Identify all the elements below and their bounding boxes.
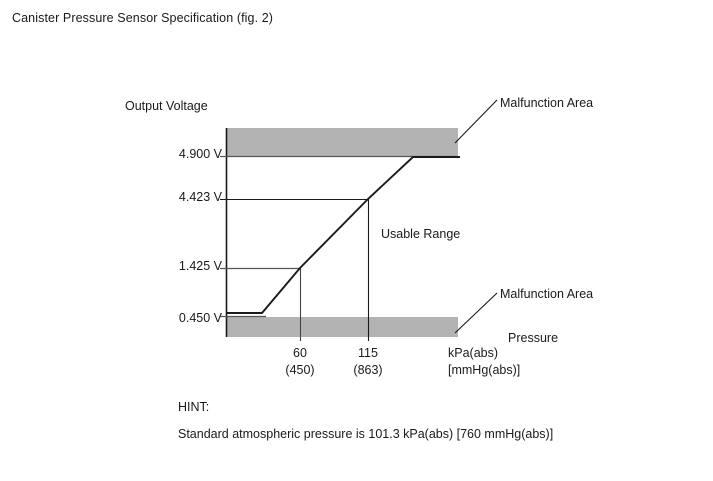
x-tick-label-60-alt: (450): [285, 362, 315, 377]
x-axis-title: Pressure: [508, 331, 559, 345]
y-tick-label-4423: 4.423 V: [178, 190, 222, 204]
x-tick-label-115-alt: (863): [353, 362, 383, 377]
x-axis-unit-group: kPa(abs) [mmHg(abs)]: [448, 345, 520, 379]
sensor-output-curve: [226, 156, 460, 314]
y-tick-label-1425: 1.425 V: [178, 259, 222, 273]
hint-body: Standard atmospheric pressure is 101.3 k…: [178, 427, 554, 441]
malfunction-area-label-upper: Malfunction Area: [500, 96, 594, 110]
x-axis-unit-secondary: [mmHg(abs)]: [448, 362, 521, 377]
x-tick-label-115: 115: [358, 346, 378, 360]
x-tick-label-60: 60: [293, 346, 307, 360]
leader-line-malfunction-lower: [454, 292, 498, 334]
y-tick-label-0450: 0.450 V: [178, 311, 222, 325]
usable-range-label: Usable Range: [381, 227, 461, 241]
y-tick-label-4900: 4.900 V: [178, 147, 222, 161]
x-tick-group-115: 115 (863): [323, 345, 413, 379]
y-axis-title: Output Voltage: [125, 99, 208, 113]
leader-line-malfunction-upper: [454, 99, 498, 144]
malfunction-band-upper: [226, 128, 458, 156]
x-tick-group-60: 60 (450): [255, 345, 345, 379]
hint-title: HINT:: [178, 400, 210, 414]
page-title: Canister Pressure Sensor Specification (…: [12, 11, 274, 25]
malfunction-band-lower: [226, 317, 458, 337]
malfunction-area-label-lower: Malfunction Area: [500, 287, 594, 301]
x-axis-unit-primary: kPa(abs): [448, 346, 499, 360]
